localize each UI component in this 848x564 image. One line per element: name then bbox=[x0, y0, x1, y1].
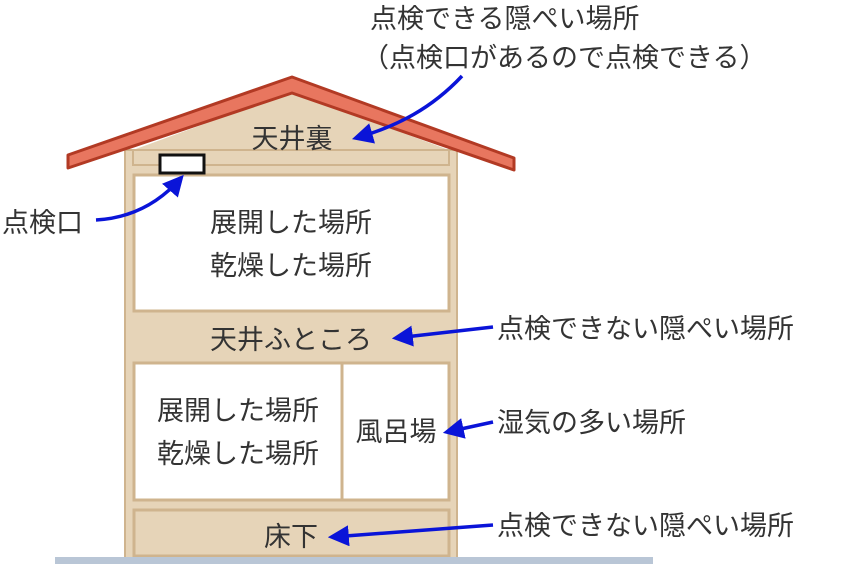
bathroom-note-label: 湿気の多い場所 bbox=[497, 408, 686, 439]
ceiling-arrow bbox=[391, 325, 494, 347]
inspection-hatch-label: 点検口 bbox=[2, 208, 83, 239]
ceiling-space-label: 天井ふところ bbox=[210, 325, 372, 356]
attic-arrow bbox=[351, 74, 464, 144]
lower-room-line-1: 展開した場所 bbox=[157, 396, 319, 427]
lower-room-line-2: 乾燥した場所 bbox=[157, 439, 319, 470]
attic-note-line-2: （点検口があるので点検できる） bbox=[362, 43, 766, 74]
bathroom-label: 風呂場 bbox=[356, 417, 437, 448]
ground-line bbox=[55, 557, 653, 564]
underfloor-arrow bbox=[327, 523, 494, 547]
attic-floor bbox=[132, 149, 450, 166]
underfloor-label: 床下 bbox=[264, 522, 318, 553]
attic-label: 天井裏 bbox=[252, 124, 333, 155]
underfloor-note-label: 点検できない隠ぺい場所 bbox=[497, 511, 794, 542]
bathroom-room bbox=[340, 361, 451, 502]
ceiling-note-label: 点検できない隠ぺい場所 bbox=[497, 314, 794, 345]
upper-room bbox=[132, 173, 451, 313]
upper-room-line-1: 展開した場所 bbox=[210, 208, 372, 239]
bathroom-arrow bbox=[442, 418, 494, 439]
inspection-hatch bbox=[158, 153, 206, 175]
lower-room bbox=[132, 361, 344, 502]
attic-note-line-1: 点検できる隠ぺい場所 bbox=[370, 4, 639, 35]
hatch-arrow bbox=[95, 174, 184, 222]
upper-room-line-2: 乾燥した場所 bbox=[210, 251, 372, 282]
roof bbox=[66, 75, 516, 172]
